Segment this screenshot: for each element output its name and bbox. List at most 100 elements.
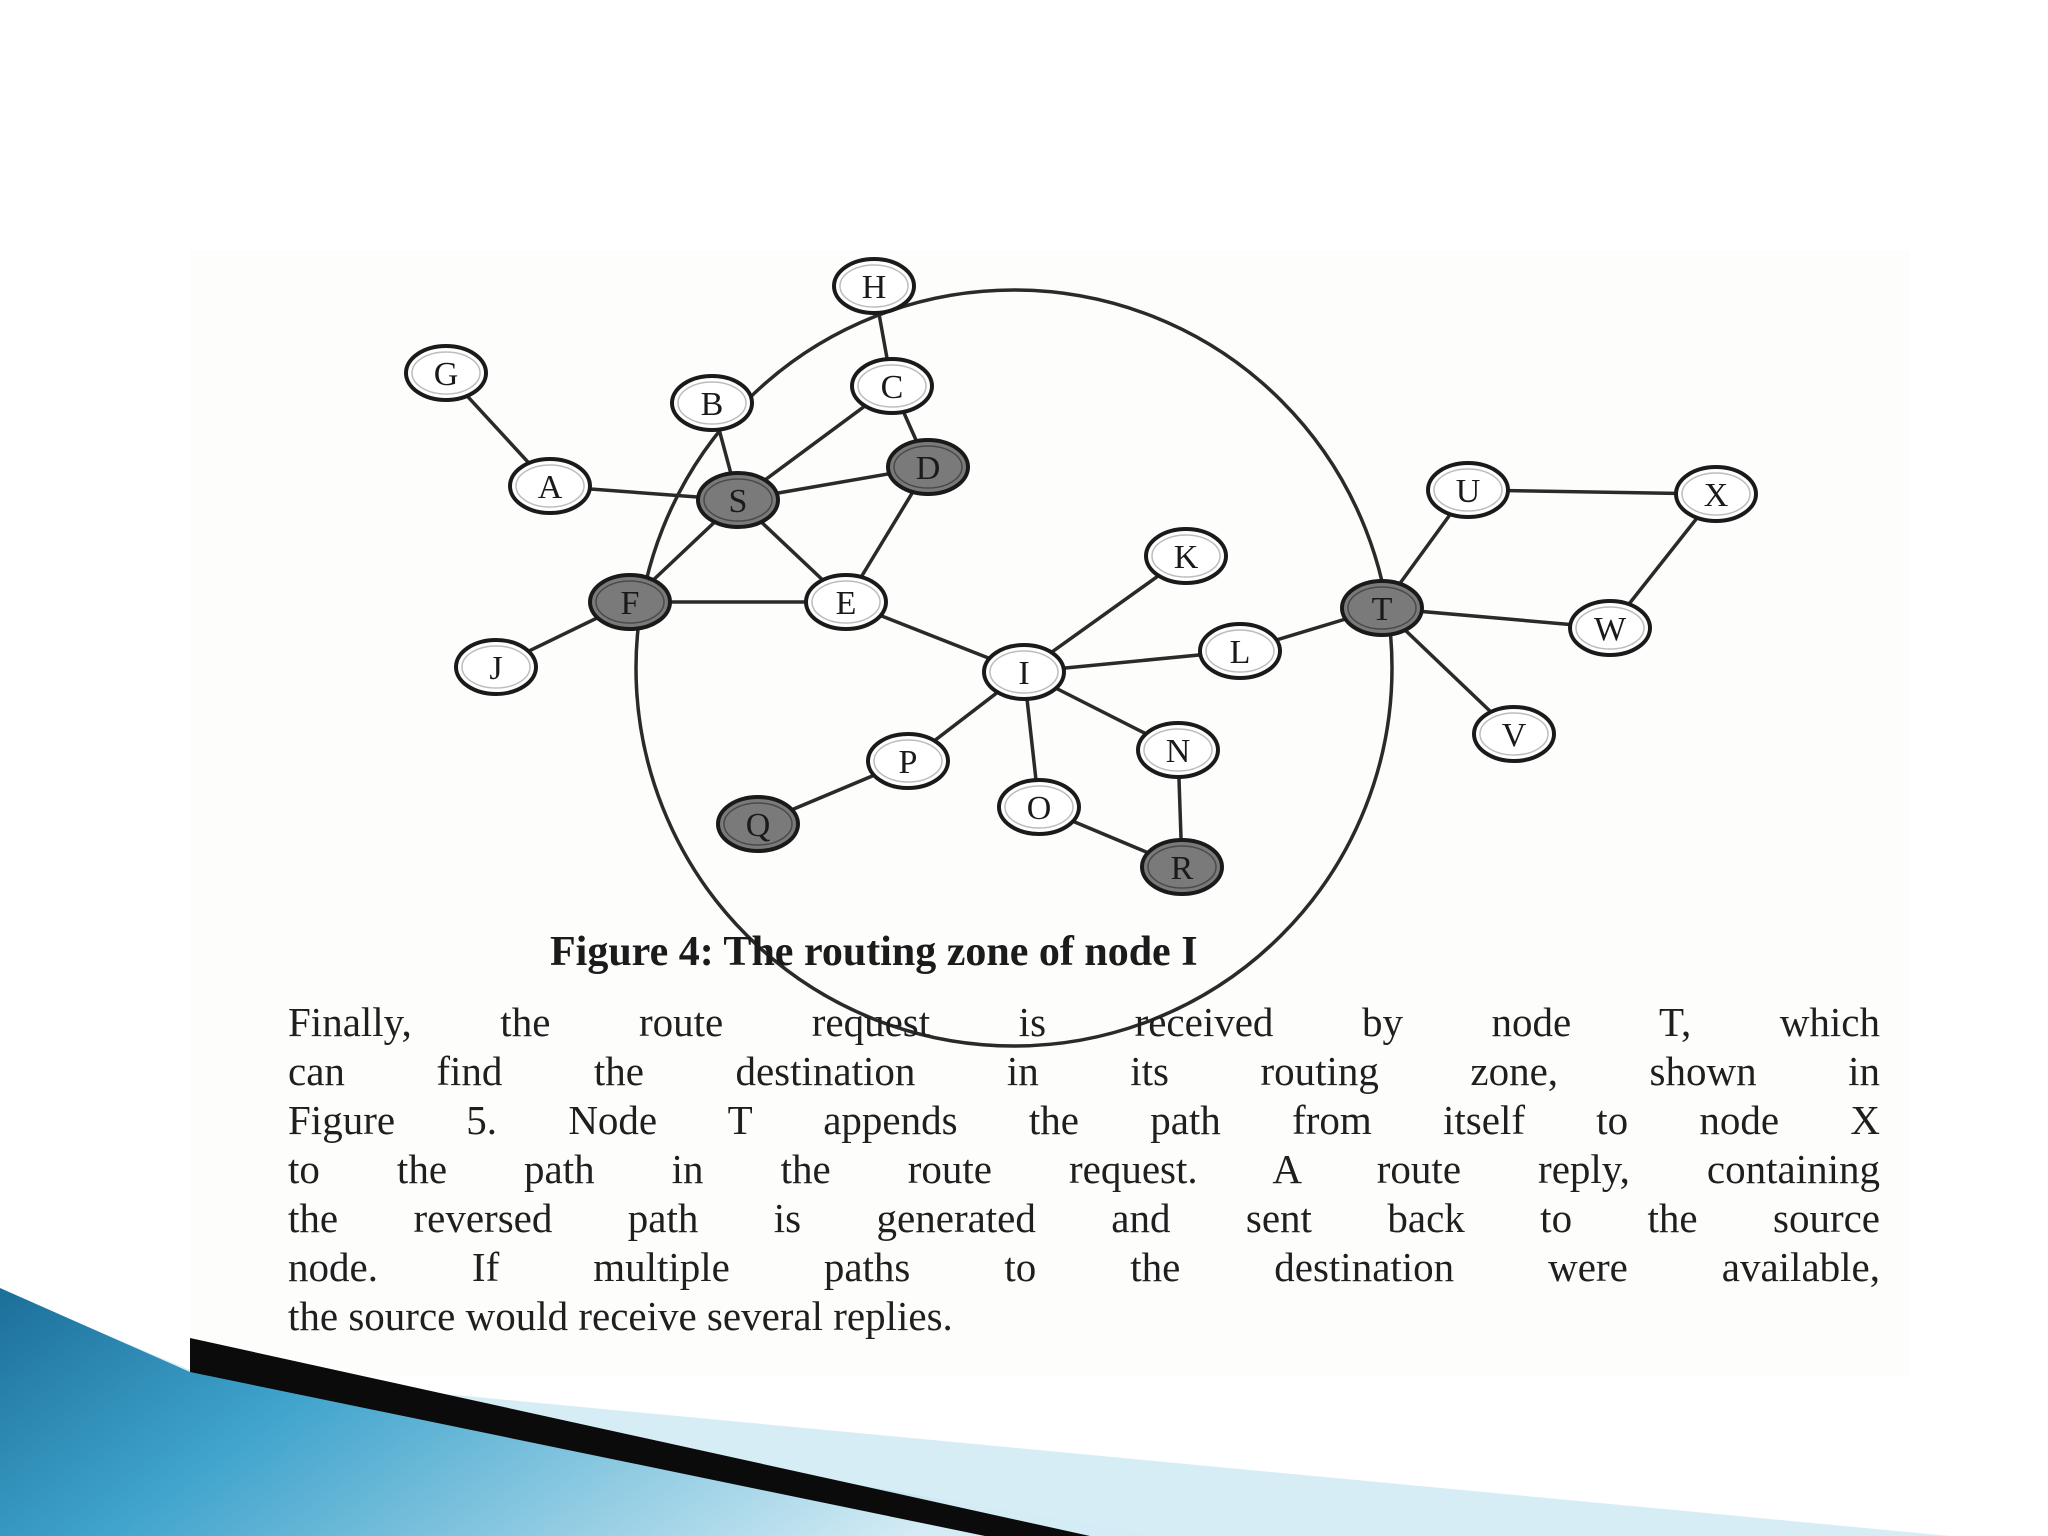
node-j: J [454,638,538,696]
node-t: T [1340,579,1424,637]
node-w: W [1568,599,1652,657]
node-inner-ring [1681,472,1751,516]
paragraph-line: node. If multiple paths to the destinati… [288,1244,1880,1290]
node-inner-ring [1205,629,1275,673]
node-label: Q [746,807,771,844]
routing-zone-circle [634,288,1394,1048]
node-v: V [1472,705,1556,763]
node-label: H [862,269,887,306]
paragraph-line: Figure 5. Node T appends the path from i… [288,1097,1880,1143]
node-inner-ring [677,381,747,425]
node-shape [1136,721,1220,779]
node-shape [866,732,950,790]
node-b: B [670,374,754,432]
node-label: X [1704,477,1729,514]
node-inner-ring [893,445,963,489]
node-inner-ring [1004,785,1074,829]
node-f: F [588,573,672,631]
node-inner-ring [989,650,1059,694]
node-o: O [997,778,1081,836]
node-inner-ring [1151,534,1221,578]
node-h: H [832,257,916,315]
node-shape [1198,622,1282,680]
paragraph-line: the reversed path is generated and sent … [288,1195,1880,1241]
node-label: V [1502,717,1527,754]
node-label: O [1027,790,1052,827]
node-inner-ring [1479,712,1549,756]
node-label: P [899,744,918,781]
node-label: N [1166,733,1191,770]
node-inner-ring [595,580,665,624]
node-shape [696,471,780,529]
node-shape [1340,579,1424,637]
node-inner-ring [515,464,585,508]
node-i: I [982,643,1066,701]
node-inner-ring [811,580,881,624]
node-label: K [1174,539,1199,576]
node-shape [886,438,970,496]
node-r: R [1140,838,1224,896]
node-k: K [1144,527,1228,585]
node-shape [804,573,888,631]
paragraph-line: to the path in the route request. A rout… [288,1146,1880,1192]
node-label: W [1594,611,1627,648]
node-shape [832,257,916,315]
node-label: T [1372,591,1393,628]
node-shape [850,357,934,415]
node-inner-ring [1575,606,1645,650]
node-shape [1472,705,1556,763]
node-inner-ring [1147,845,1217,889]
node-inner-ring [703,478,773,522]
node-shape [1674,465,1758,523]
node-n: N [1136,721,1220,779]
node-label: B [701,386,724,423]
node-shape [997,778,1081,836]
node-label: A [538,469,563,506]
node-inner-ring [873,739,943,783]
nodes: G H B C A S D U X K F E T W J L I V P N Q O R [404,257,1758,896]
node-shape [1568,599,1652,657]
node-shape [716,795,800,853]
node-shape [454,638,538,696]
node-inner-ring [857,364,927,408]
node-a: A [508,457,592,515]
node-label: R [1171,850,1194,887]
node-inner-ring [1143,728,1213,772]
node-inner-ring [411,351,481,395]
node-label: E [836,585,857,622]
node-d: D [886,438,970,496]
node-shape [1140,838,1224,896]
node-u: U [1426,461,1510,519]
paragraph-line: can find the destination in its routing … [288,1048,1880,1094]
node-shape [1144,527,1228,585]
node-label: L [1230,634,1251,671]
paragraph-line: the source would receive several replies… [288,1293,953,1339]
node-label: I [1018,655,1029,692]
node-s: S [696,471,780,529]
node-label: F [621,585,640,622]
node-shape [982,643,1066,701]
node-shape [588,573,672,631]
node-l: L [1198,622,1282,680]
node-label: D [916,450,941,487]
node-shape [670,374,754,432]
node-label: J [489,650,502,687]
node-inner-ring [723,802,793,846]
node-inner-ring [839,264,909,308]
paragraph-line: Finally, the route request is received b… [288,999,1880,1045]
node-shape [1426,461,1510,519]
node-inner-ring [461,645,531,689]
node-c: C [850,357,934,415]
figure-caption: Figure 4: The routing zone of node I [550,929,1198,975]
node-shape [404,344,488,402]
node-label: U [1456,473,1481,510]
body-paragraph: Finally, the route request is received b… [288,998,1880,1341]
node-label: C [881,369,904,406]
node-x: X [1674,465,1758,523]
node-g: G [404,344,488,402]
node-q: Q [716,795,800,853]
node-label: S [729,483,748,520]
node-e: E [804,573,888,631]
